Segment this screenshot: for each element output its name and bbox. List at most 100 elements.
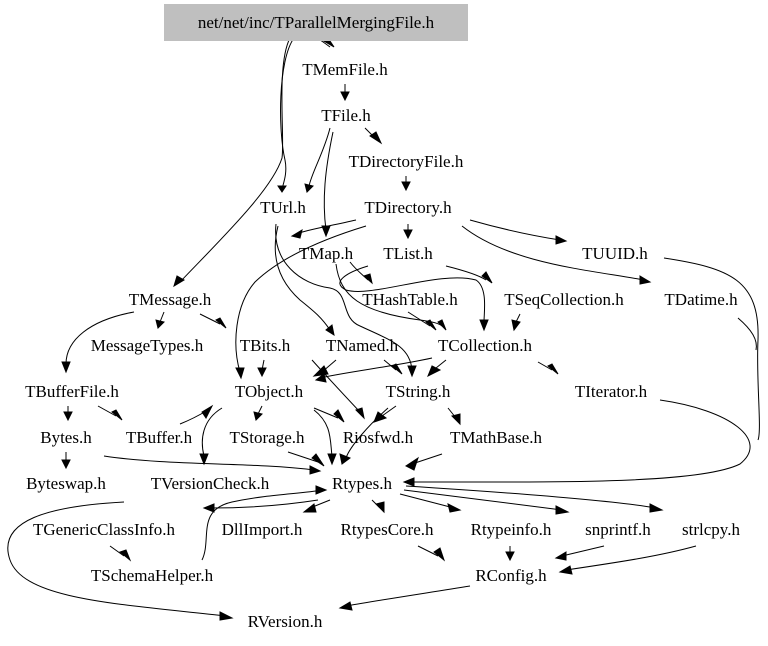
node-tbufferfile[interactable]: TBufferFile.h (25, 382, 119, 401)
edge-tuuid-rtypes (663, 257, 760, 441)
node-rversion[interactable]: RVersion.h (248, 612, 323, 631)
node-tfile[interactable]: TFile.h (321, 106, 371, 125)
edge-rtypescore-rconfig (417, 545, 446, 562)
edge-tnamed-tstring (383, 359, 403, 375)
node-tuuid[interactable]: TUUID.h (582, 244, 648, 263)
edge-tmap-tcollection (335, 263, 447, 331)
edge-rtypes-rtypescore (371, 499, 385, 514)
edge-tdatime-rtypes (737, 317, 757, 351)
header-nodes: net/net/inc/TParallelMergingFile.h TMemF… (25, 4, 740, 631)
edge-root-tmessage (173, 37, 291, 288)
node-tmap[interactable]: TMap.h (299, 244, 354, 263)
edge-rtypes-dllimport (302, 499, 331, 513)
node-tobject[interactable]: TObject.h (235, 382, 304, 401)
edge-tbits-tobject (257, 359, 267, 378)
edge-tstring-rtypes (339, 407, 389, 465)
edge-tdirectoryfile-tdirectory (401, 176, 411, 192)
edge-tbufferfile-tbuffer (97, 405, 123, 421)
node-tmessage[interactable]: TMessage.h (129, 290, 212, 309)
edge-tmap-thashtable (349, 261, 373, 285)
node-snprintf[interactable]: snprintf.h (585, 520, 651, 539)
edge-tdirectory-tuuid (469, 219, 568, 245)
edge-tmemfile-tfile (340, 84, 350, 102)
node-byteswap[interactable]: Byteswap.h (26, 474, 106, 493)
node-tgenericclassinfo[interactable]: TGenericClassInfo.h (33, 520, 176, 539)
edge-tobject-riosfwd (311, 359, 365, 420)
edge-tobject-riosfwd2 (313, 407, 345, 423)
edge-tgenericclassinfo-tschemahelper (109, 545, 132, 562)
edge-bytes-byteswap (61, 452, 71, 470)
node-titerator[interactable]: TIterator.h (575, 382, 648, 401)
node-rconfig[interactable]: RConfig.h (475, 566, 547, 585)
edge-tbufferfile-bytes (63, 406, 73, 422)
node-tstorage[interactable]: TStorage.h (229, 428, 305, 447)
node-root[interactable]: net/net/inc/TParallelMergingFile.h (198, 13, 435, 32)
edge-snprintf-rconfig (554, 545, 605, 561)
node-tbits[interactable]: TBits.h (240, 336, 291, 355)
node-tdatime[interactable]: TDatime.h (664, 290, 738, 309)
edge-thashtable-tcollection (407, 311, 437, 331)
root-node-box (164, 4, 468, 41)
edge-root-turl (277, 37, 295, 193)
edge-tobject-tstorage (253, 405, 263, 421)
node-messagetypes[interactable]: MessageTypes.h (91, 336, 204, 355)
node-tdirectory[interactable]: TDirectory.h (364, 198, 452, 217)
node-turl[interactable]: TUrl.h (260, 198, 306, 217)
edge-tversioncheck-rversion (7, 501, 234, 621)
edge-tstring-riosfwd (373, 405, 397, 423)
edge-tbuffer-tobject (179, 404, 214, 425)
node-tnamed[interactable]: TNamed.h (326, 336, 399, 355)
edge-tmessage-tbufferfile (61, 311, 135, 374)
node-strlcpy[interactable]: strlcpy.h (682, 520, 740, 539)
edge-tdirectory-tmap (290, 219, 357, 239)
edge-rtypes-strlcpy (405, 485, 664, 513)
edge-tstorage-rtypes (287, 451, 325, 467)
edge-tseqcollection-tcollection (511, 313, 521, 332)
node-tdirectoryfile[interactable]: TDirectoryFile.h (349, 152, 464, 171)
edge-tlist-tseqcollection (445, 265, 493, 284)
node-thashtable[interactable]: THashTable.h (362, 290, 458, 309)
edge-tmessage-tbits (199, 313, 227, 329)
edge-tschemahelper-rtypes (201, 485, 328, 561)
edge-tmathbase-rtypes (405, 453, 443, 471)
node-rtypes[interactable]: Rtypes.h (332, 474, 392, 493)
edge-tcollection-titerator (537, 361, 559, 375)
node-tseqcollection[interactable]: TSeqCollection.h (504, 290, 624, 309)
edge-tfile-tdirectoryfile (364, 127, 383, 145)
node-tschemahelper[interactable]: TSchemaHelper.h (91, 566, 214, 585)
edge-turl-tnamed (274, 225, 335, 337)
node-riosfwd[interactable]: Riosfwd.h (343, 428, 414, 447)
edge-tobject-rtypes (313, 409, 337, 466)
node-tstring[interactable]: TString.h (386, 382, 451, 401)
edge-rtypes-snprintf (403, 489, 570, 515)
node-tmathbase[interactable]: TMathBase.h (450, 428, 543, 447)
edge-tlist-tcollection (339, 265, 489, 332)
node-rtypeinfo[interactable]: Rtypeinfo.h (471, 520, 552, 539)
node-tcollection[interactable]: TCollection.h (438, 336, 532, 355)
edge-tdirectory-tobject (235, 225, 367, 380)
node-tversioncheck[interactable]: TVersionCheck.h (151, 474, 270, 493)
node-tbuffer[interactable]: TBuffer.h (126, 428, 193, 447)
node-bytes[interactable]: Bytes.h (40, 428, 92, 447)
edge-tdirectory-tdatime (461, 225, 652, 285)
edge-rtypes-rtypeinfo (399, 493, 462, 513)
edge-tstring-tmathbase (447, 407, 461, 426)
edge-bytes-rtypes (103, 455, 322, 475)
edge-strlcpy-rconfig (558, 545, 697, 575)
edge-turl-tstring (275, 223, 417, 378)
edge-tcollection-tstring (427, 359, 447, 378)
edge-tdirectory-tlist (403, 224, 413, 240)
edge-tobject-tversioncheck (199, 407, 223, 466)
dependency-edges (7, 34, 760, 621)
edge-tmessage-messagetypes (155, 311, 165, 329)
edge-rconfig-rversion (338, 585, 471, 611)
edge-tcollection-tobject (314, 357, 433, 383)
node-rtypescore[interactable]: RtypesCore.h (340, 520, 434, 539)
node-dllimport[interactable]: DllImport.h (222, 520, 303, 539)
edge-titerator-rtypes (402, 399, 751, 487)
edge-rtypeinfo-rconfig (505, 546, 515, 562)
node-tlist[interactable]: TList.h (383, 244, 433, 263)
edge-tfile-turl (304, 127, 331, 193)
node-tmemfile[interactable]: TMemFile.h (302, 60, 388, 79)
